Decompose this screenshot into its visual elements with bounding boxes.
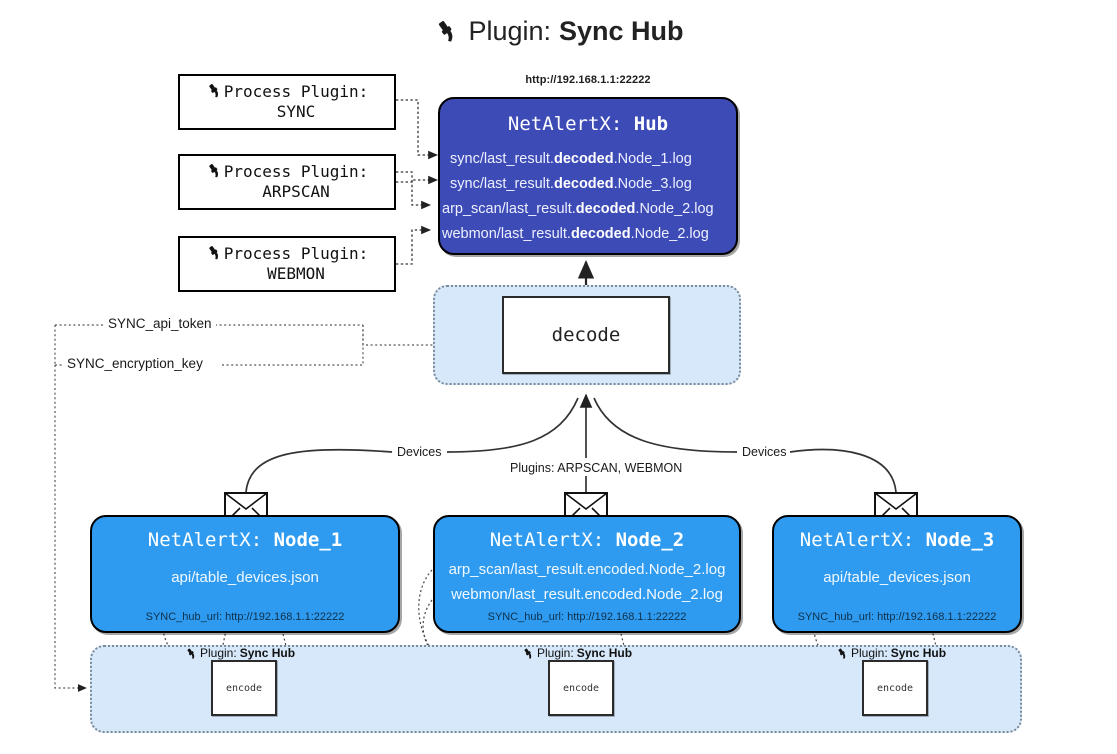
edge-label-devices-right: Devices [738,445,791,459]
hub-title: NetAlertX: Hub [440,113,736,135]
hub-log-mid: decoded [570,226,631,242]
process-plugin-line1: Process Plugin: [223,82,369,101]
node-file-line: arp_scan/last_result.encoded.Node_2.log [448,561,726,578]
node-title-prefix: NetAlertX: [489,529,605,551]
process-plugin-line2: WEBMON [267,264,325,283]
plugin-caption-name: Sync Hub [239,646,296,660]
plug-icon [836,647,848,659]
encode-box-node-2[interactable]: encode [548,660,614,716]
hub-node[interactable]: NetAlertX: Hub sync/last_result.decoded.… [438,97,738,255]
hub-log-pre: arp_scan/last_result. [442,201,576,217]
encode-box-node-3[interactable]: encode [862,660,928,716]
node-title-prefix: NetAlertX: [147,529,263,551]
node-hub-url: SYNC_hub_url: http://192.168.1.1:22222 [797,611,997,623]
plugin-caption-name: Sync Hub [576,646,633,660]
node-file-line: api/table_devices.json [823,569,971,586]
hub-log-mid: decoded [553,151,614,167]
plugin-caption-prefix: Plugin: [537,646,574,660]
plug-icon [206,162,222,178]
hub-log-pre: sync/last_result. [450,176,554,192]
node-title: NetAlertX: Node_3 [774,529,1020,551]
plugin-caption-prefix: Plugin: [200,646,237,660]
hub-log-line-1: sync/last_result.decoded.Node_1.log [450,151,692,167]
encode-box-node-1[interactable]: encode [211,660,277,716]
node-title: NetAlertX: Node_2 [435,529,739,551]
plug-icon [206,82,222,98]
process-plugin-webmon[interactable]: Process Plugin: WEBMON [178,236,396,292]
decode-box[interactable]: decode [502,296,670,374]
node-hub-url: SYNC_hub_url: http://192.168.1.1:22222 [145,611,345,623]
plug-icon [433,18,460,45]
hub-log-pre: webmon/last_result. [442,226,571,242]
title-prefix: Plugin: [468,16,552,46]
process-plugin-line1: Process Plugin: [223,162,369,181]
plugin-caption-node-2: Plugin: Sync Hub [522,646,632,660]
hub-title-name: Hub [633,113,669,135]
node-3[interactable]: NetAlertX: Node_3 api/table_devices.json… [772,515,1022,633]
edge-label-devices-left: Devices [393,445,446,459]
hub-log-post: .Node_2.log [635,201,714,217]
hub-log-line-3: arp_scan/last_result.decoded.Node_2.log [442,201,714,217]
node-2[interactable]: NetAlertX: Node_2 arp_scan/last_result.e… [433,515,741,633]
node-title-name: Node_1 [273,529,343,551]
plug-icon [185,647,197,659]
node-file-line: api/table_devices.json [171,569,319,586]
plugin-caption-node-3: Plugin: Sync Hub [836,646,946,660]
page-title: Plugin: Sync Hub [0,16,1117,47]
hub-log-line-2: sync/last_result.decoded.Node_3.log [450,176,692,192]
hub-title-prefix: NetAlertX: [507,113,623,135]
hub-log-post: .Node_3.log [613,176,692,192]
hub-log-pre: sync/last_result. [450,151,554,167]
node-title-name: Node_3 [925,529,995,551]
hub-log-post: .Node_2.log [630,226,709,242]
process-plugin-line2: ARPSCAN [262,182,330,201]
hub-log-mid: decoded [575,201,636,217]
process-plugin-sync[interactable]: Process Plugin: SYNC [178,74,396,130]
hub-log-post: .Node_1.log [613,151,692,167]
process-plugin-line2: SYNC [276,102,316,121]
plug-icon [206,244,222,260]
node-title-name: Node_2 [615,529,685,551]
node-title: NetAlertX: Node_1 [92,529,398,551]
title-name: Sync Hub [559,16,684,46]
hub-log-line-4: webmon/last_result.decoded.Node_2.log [442,226,709,242]
hub-url-label: http://192.168.1.1:22222 [525,74,651,86]
node-file-line: webmon/last_result.encoded.Node_2.log [451,586,723,603]
node-1[interactable]: NetAlertX: Node_1 api/table_devices.json… [90,515,400,633]
node-hub-url: SYNC_hub_url: http://192.168.1.1:22222 [487,611,687,623]
sync-api-token-label: SYNC_api_token [104,316,216,331]
plugin-caption-prefix: Plugin: [851,646,888,660]
hub-log-mid: decoded [553,176,614,192]
sync-encryption-key-label: SYNC_encryption_key [63,356,207,371]
plugin-caption-node-1: Plugin: Sync Hub [185,646,295,660]
node-title-prefix: NetAlertX: [799,529,915,551]
plug-icon [522,647,534,659]
process-plugin-line1: Process Plugin: [223,244,369,263]
process-plugin-arpscan[interactable]: Process Plugin: ARPSCAN [178,154,396,210]
edge-label-plugins: Plugins: ARPSCAN, WEBMON [506,461,687,475]
plugin-caption-name: Sync Hub [890,646,947,660]
